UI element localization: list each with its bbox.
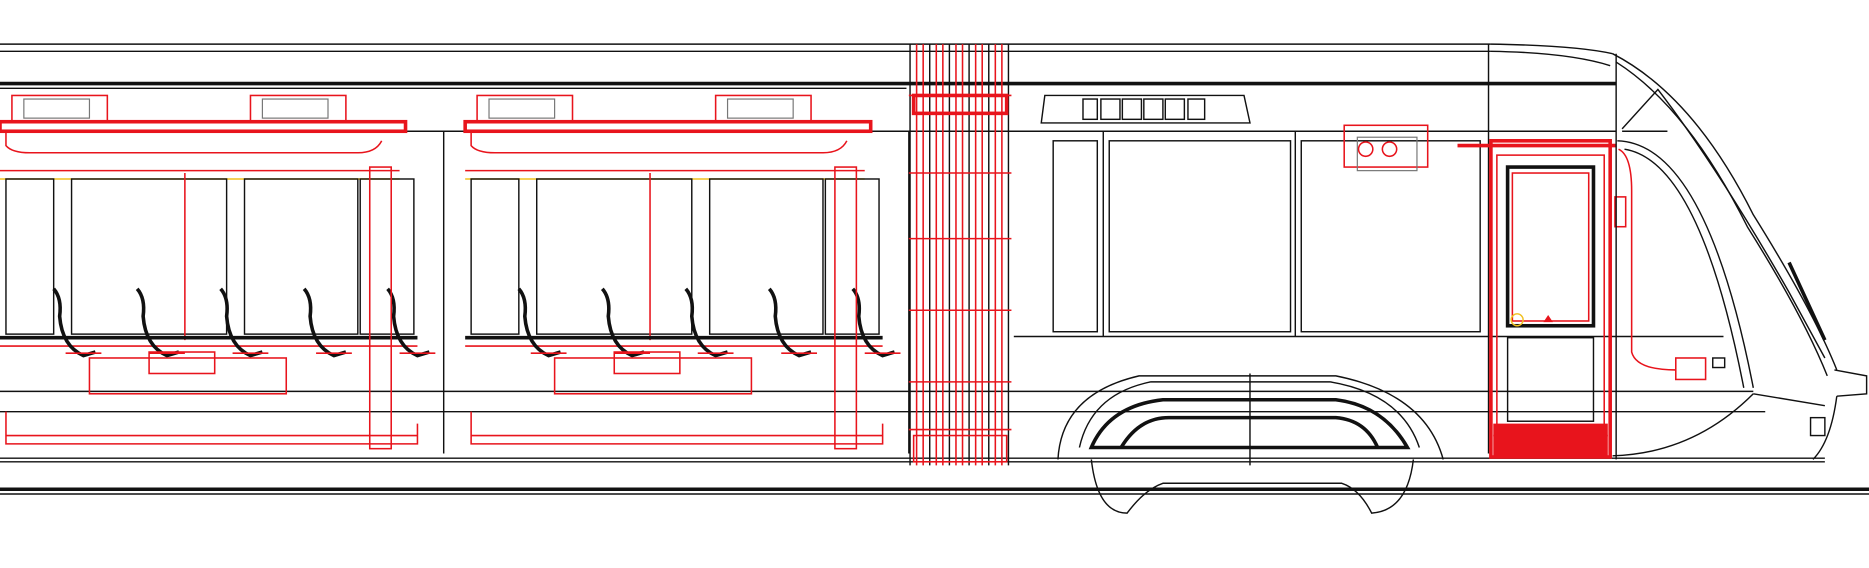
passenger-section bbox=[463, 94, 910, 454]
window-frame bbox=[536, 178, 693, 335]
window-frame bbox=[70, 178, 228, 335]
body-lines bbox=[0, 130, 1869, 495]
articulation-joint bbox=[908, 44, 1012, 466]
roof-beam bbox=[0, 119, 408, 134]
underframe bbox=[5, 411, 419, 445]
seat-back bbox=[302, 287, 347, 358]
underseat-panel bbox=[148, 351, 216, 375]
seat-back bbox=[219, 287, 263, 358]
seat-back bbox=[517, 287, 562, 358]
roof-unit-frame bbox=[488, 98, 556, 119]
roof-unit-frame bbox=[261, 98, 329, 119]
window-frame bbox=[708, 178, 824, 335]
seat-back bbox=[135, 287, 180, 358]
window-frame bbox=[824, 178, 880, 335]
joint-upper-block bbox=[911, 93, 1009, 116]
joint-lower-block bbox=[912, 434, 1008, 463]
window-frame bbox=[5, 178, 55, 335]
roof-equipment bbox=[1343, 124, 1617, 172]
ceiling-panel bbox=[5, 131, 383, 154]
bogie-skirt bbox=[1057, 373, 1444, 514]
seat-back bbox=[52, 287, 96, 358]
cab-windows bbox=[1040, 94, 1481, 337]
underseat-box bbox=[553, 357, 753, 395]
front-door bbox=[1489, 139, 1726, 459]
door-edge bbox=[368, 166, 392, 450]
passenger-section bbox=[0, 94, 445, 454]
seat-back bbox=[684, 287, 729, 358]
roof-outline bbox=[0, 43, 1617, 454]
ceiling-panel bbox=[470, 131, 848, 154]
window-frame bbox=[243, 178, 359, 335]
seat-back bbox=[767, 287, 812, 358]
tram-nose bbox=[1612, 53, 1868, 460]
window-frame bbox=[359, 178, 415, 335]
seat-back bbox=[600, 287, 645, 358]
roof-beam bbox=[463, 119, 873, 134]
roof-unit-frame bbox=[23, 98, 91, 119]
window-frame bbox=[470, 178, 520, 335]
roof-unit-frame bbox=[726, 98, 794, 119]
underseat-panel bbox=[613, 351, 681, 375]
underseat-box bbox=[88, 357, 288, 395]
door-edge bbox=[834, 166, 858, 450]
underframe bbox=[470, 411, 884, 445]
passenger-sections bbox=[0, 94, 910, 454]
